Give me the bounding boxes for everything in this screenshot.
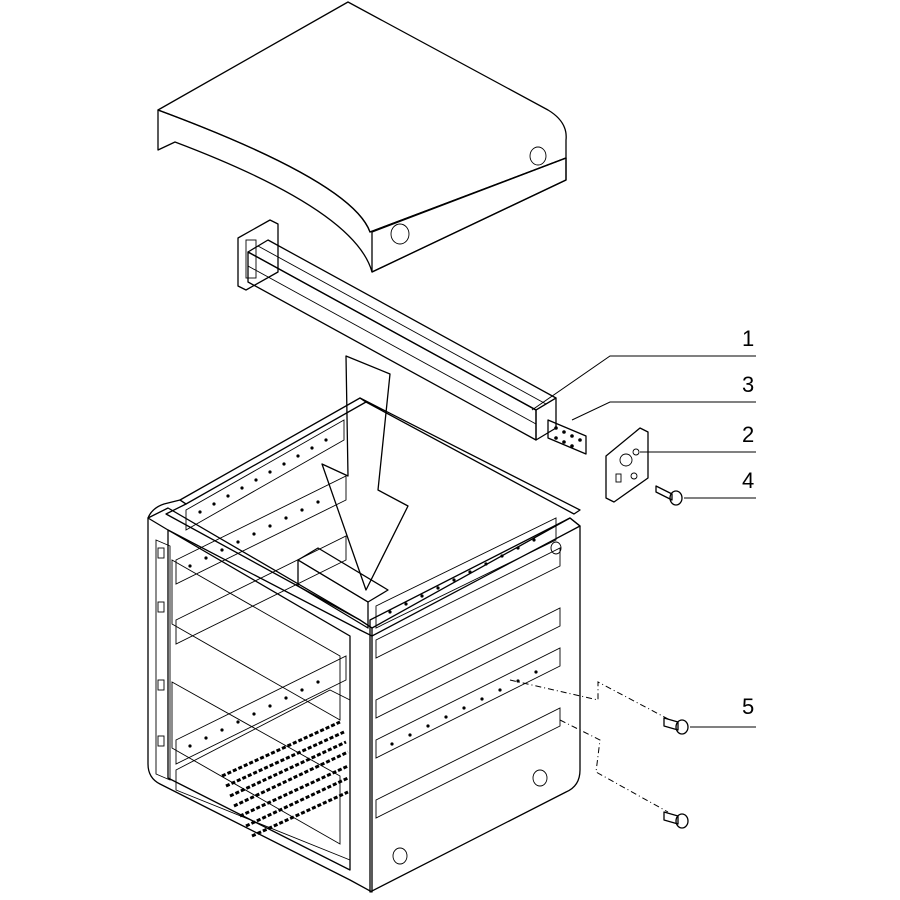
callout-4: 4 <box>742 468 754 493</box>
cover-hole-rear <box>529 146 547 166</box>
assembly-line-lower <box>559 719 669 813</box>
mounting-bracket <box>605 427 649 503</box>
insert-arrow <box>321 355 409 591</box>
enclosure-frame <box>147 397 581 893</box>
top-cover <box>157 1 567 273</box>
leader-lines <box>531 355 756 728</box>
screw-part-5-upper <box>663 717 689 735</box>
callout-2: 2 <box>742 422 754 447</box>
leader-3 <box>571 401 756 421</box>
callout-5: 5 <box>742 694 754 719</box>
callout-1: 1 <box>742 326 754 351</box>
screw-part-5-lower <box>663 811 689 829</box>
screw-part-4 <box>655 485 683 506</box>
leader-1 <box>531 355 756 411</box>
guide-rail <box>237 219 587 455</box>
assembly-line-upper <box>509 679 671 721</box>
cover-hole-front <box>390 223 410 245</box>
callout-3: 3 <box>742 372 754 397</box>
